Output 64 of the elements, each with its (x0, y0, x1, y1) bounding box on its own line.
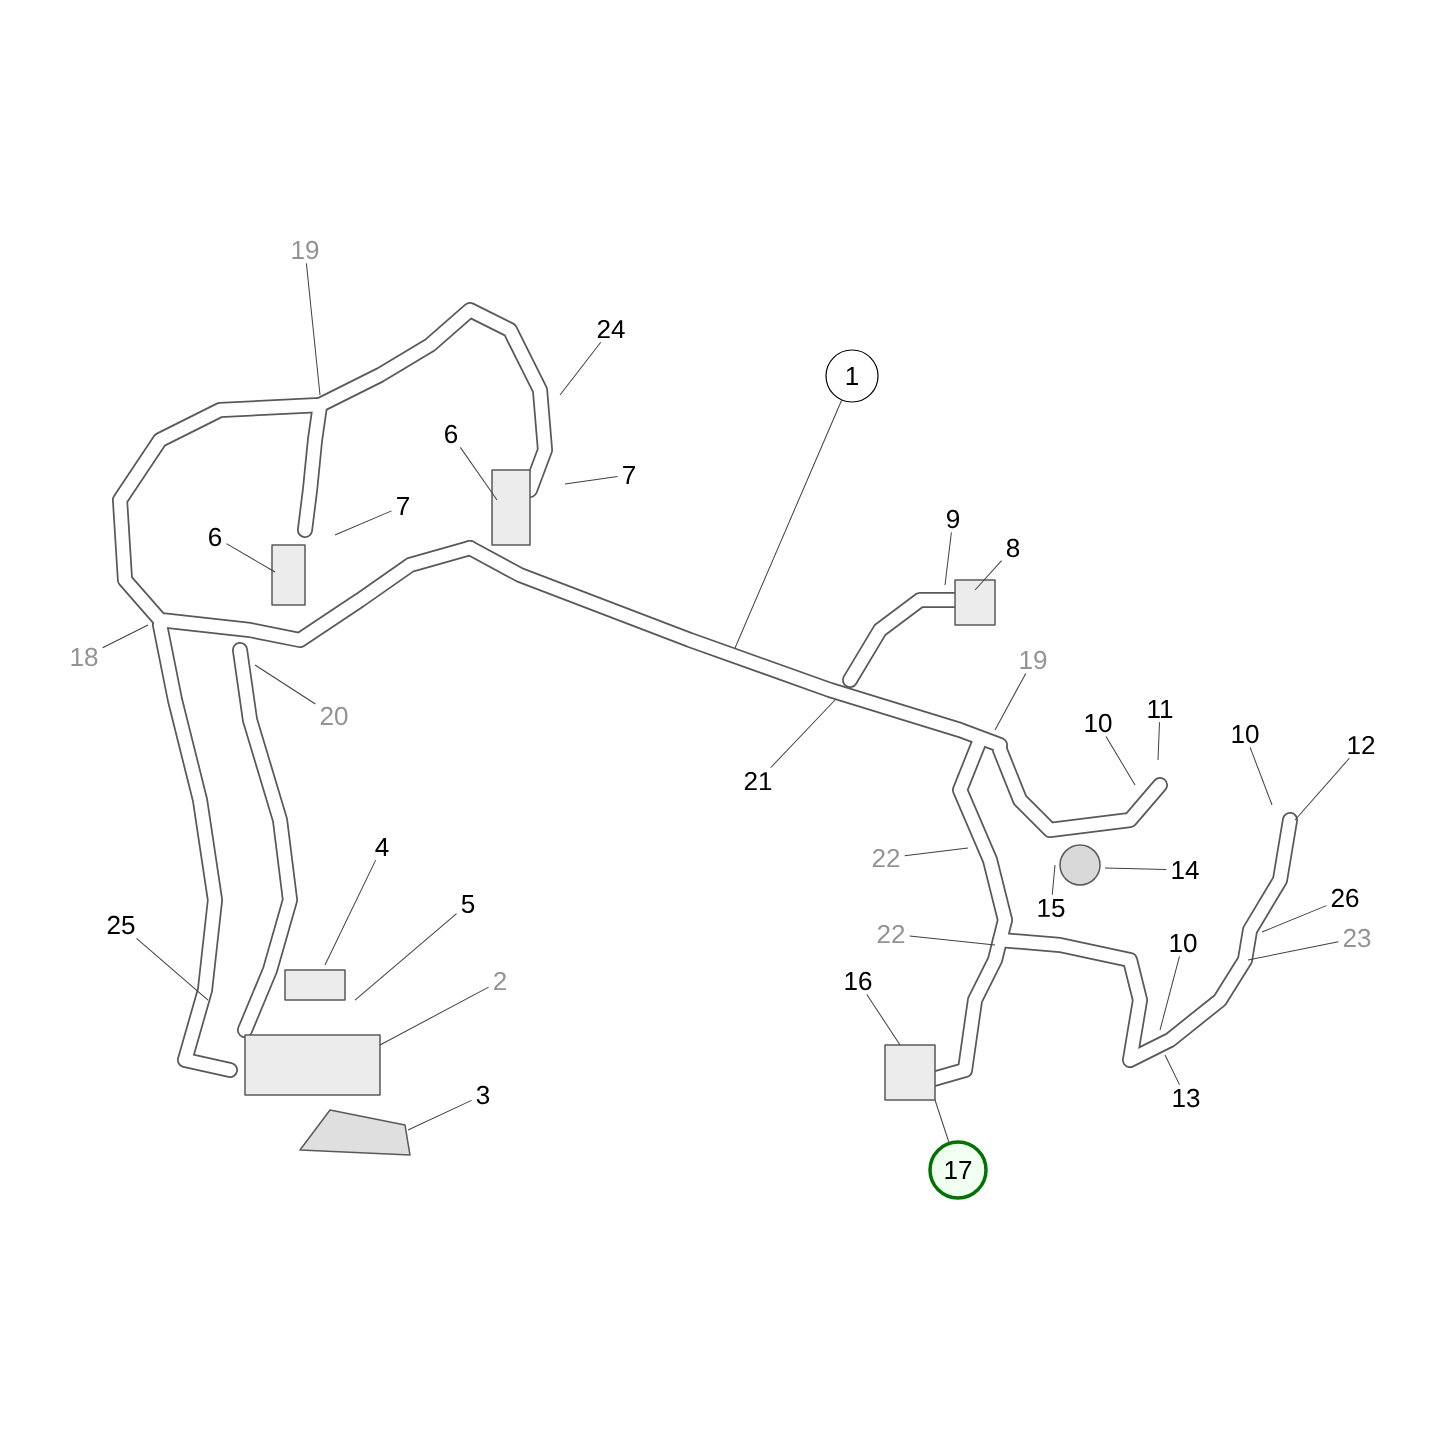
callout-number: 4 (375, 838, 389, 856)
callout-number: 6 (445, 424, 458, 444)
callout-number: 17 (928, 1140, 988, 1200)
leader-line (1105, 735, 1136, 786)
callout-number: 18 (71, 647, 98, 667)
leader-line (770, 699, 836, 769)
leader-line (564, 476, 619, 485)
callout-number: 10 (1085, 713, 1112, 733)
callout-number: 19 (1020, 650, 1047, 670)
leader-line (1249, 746, 1273, 806)
leader-line (559, 341, 602, 396)
callout-number: 5 (461, 894, 475, 914)
leader-line (1157, 721, 1160, 761)
callout-number: 23 (1343, 928, 1371, 948)
leader-line (1159, 955, 1180, 1031)
callout-number: 11 (1148, 700, 1173, 718)
leader-line (944, 531, 952, 586)
callout-number: 13 (1173, 1088, 1200, 1108)
leader-line (1104, 867, 1167, 871)
callout-number: 7 (397, 497, 409, 515)
leader-line (324, 859, 377, 966)
callout-number: 1 (825, 349, 879, 403)
leader-line (459, 446, 498, 501)
leader-line (1261, 905, 1327, 933)
callout-number: 10 (1170, 933, 1197, 953)
leader-line (136, 937, 209, 1001)
callout-number: 10 (1232, 724, 1259, 744)
leader-line (354, 913, 458, 1001)
callout-number: 6 (209, 527, 222, 547)
leader-line (934, 1099, 950, 1143)
callout-number: 19 (292, 240, 319, 260)
leader-line (407, 1099, 473, 1131)
leader-line (974, 560, 1003, 591)
callout-number: 25 (107, 915, 135, 935)
leader-line (904, 847, 969, 857)
leader-line (1294, 757, 1350, 821)
leader-line (334, 510, 393, 536)
callout-number: 22 (877, 924, 905, 944)
leader-line (1247, 941, 1339, 961)
leader-line (1164, 1054, 1180, 1086)
callout-number: 2 (494, 971, 506, 991)
callout-number: 21 (744, 771, 772, 791)
leader-line (254, 664, 316, 705)
callout-number: 7 (623, 466, 635, 484)
leader-line (994, 672, 1027, 731)
leader-line (866, 993, 901, 1046)
callout-number: 12 (1348, 735, 1375, 755)
callout-number: 20 (320, 706, 348, 726)
leader-line (225, 543, 276, 573)
callout-number: 26 (1331, 888, 1359, 908)
callout-number: 22 (872, 848, 900, 868)
leader-line (909, 935, 996, 946)
callout-number: 9 (947, 509, 959, 529)
leader-line (102, 624, 149, 649)
leader-line (305, 262, 321, 396)
leader-line (379, 986, 490, 1046)
leader-line (1051, 864, 1056, 896)
callout-number: 14 (1172, 861, 1199, 879)
leader-line (734, 399, 842, 649)
callout-number: 24 (597, 319, 625, 339)
callout-number: 16 (845, 971, 872, 991)
callout-number: 8 (1006, 538, 1020, 558)
callout-number: 15 (1038, 898, 1065, 918)
callout-number: 3 (476, 1085, 490, 1105)
